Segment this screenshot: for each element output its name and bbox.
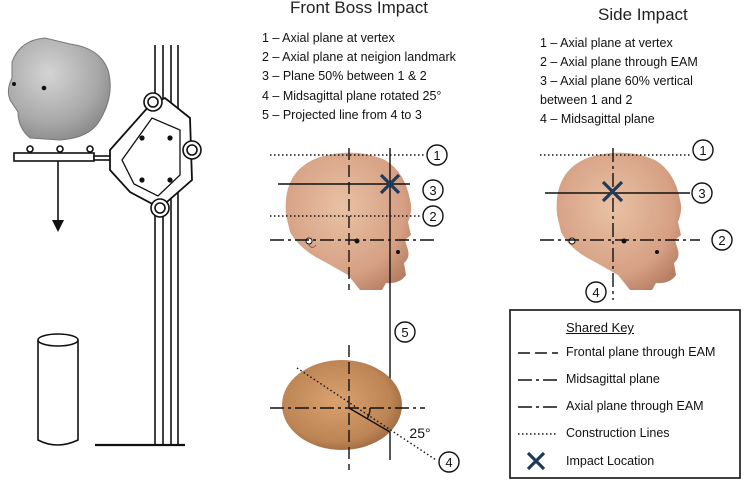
side-item-2: 2 – Axial plane through EAM	[540, 55, 698, 69]
side-item-1: 1 – Axial plane at vertex	[540, 36, 673, 50]
angle-label: 25°	[409, 425, 430, 441]
front-boss-top-lines	[270, 345, 437, 470]
front-marker-4	[438, 451, 460, 473]
front-marker-3-label: 3	[429, 183, 436, 198]
key-item-impact: Impact Location	[566, 454, 655, 468]
side-item-4: 4 – Midsagittal plane	[540, 112, 655, 126]
front-marker-3	[422, 179, 444, 201]
key-item-axial: Axial plane through EAM	[566, 399, 704, 413]
front-item-1: 1 – Axial plane at vertex	[262, 31, 395, 45]
side-impact-title: Side Impact	[598, 5, 688, 24]
side-impact-head	[556, 152, 682, 290]
front-marker-5-label: 5	[401, 325, 408, 340]
side-markers	[585, 139, 733, 303]
front-boss-impact-location	[379, 173, 401, 195]
side-item-3-cont: between 1 and 2	[540, 93, 633, 107]
side-marker-1-label: 1	[699, 143, 706, 158]
gray-headform	[7, 37, 111, 141]
front-marker-2	[422, 205, 444, 227]
side-marker-2	[711, 229, 733, 251]
front-boss-top-head	[282, 360, 402, 450]
side-impact-lines	[540, 148, 700, 300]
side-marker-4	[585, 281, 607, 303]
front-marker-1	[426, 144, 448, 166]
front-markers	[394, 144, 460, 473]
front-item-4: 4 – Midsagittal plane rotated 25°	[262, 89, 442, 103]
front-item-5: 5 – Projected line from 4 to 3	[262, 108, 422, 122]
shared-key-title: Shared Key	[566, 320, 634, 335]
key-item-construction: Construction Lines	[566, 426, 670, 440]
key-item-midsagittal: Midsagittal plane	[566, 372, 660, 386]
drop-tower-apparatus	[7, 37, 202, 447]
shared-key-box	[509, 309, 741, 479]
front-item-2: 2 – Axial plane at neigion landmark	[262, 50, 456, 64]
side-marker-4-label: 4	[592, 285, 599, 300]
side-marker-1	[692, 139, 714, 161]
front-marker-4-label: 4	[445, 455, 452, 470]
side-marker-2-label: 2	[718, 233, 725, 248]
key-item-frontal: Frontal plane through EAM	[566, 345, 716, 359]
front-marker-2-label: 2	[429, 209, 436, 224]
side-marker-3-label: 3	[698, 186, 705, 201]
side-item-3: 3 – Axial plane 60% vertical	[540, 74, 693, 88]
side-marker-3	[691, 182, 713, 204]
front-marker-5	[394, 321, 416, 343]
front-item-3: 3 – Plane 50% between 1 & 2	[262, 69, 427, 83]
front-marker-1-label: 1	[433, 148, 440, 163]
side-impact-location	[601, 180, 624, 203]
front-boss-title: Front Boss Impact	[290, 0, 428, 17]
